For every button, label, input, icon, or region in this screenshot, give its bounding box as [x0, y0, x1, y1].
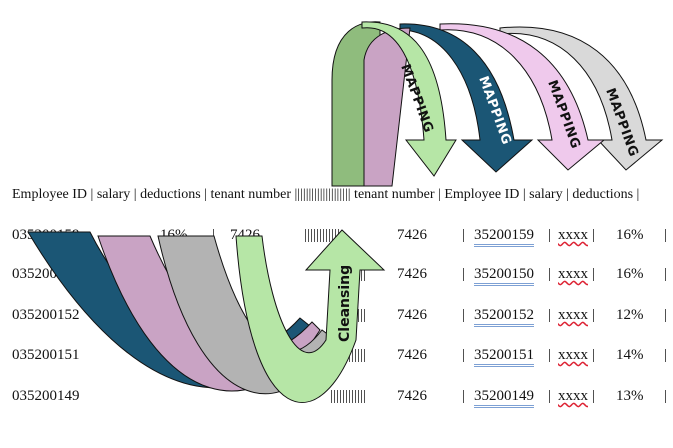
right-row-1-sep: |: [462, 227, 466, 243]
right-row-3-sep: |: [462, 307, 466, 323]
right-row-1-pct: 16%: [616, 227, 644, 243]
right-row-2-sep3: |: [592, 266, 596, 282]
right-row-1-salary: xxxx: [558, 227, 588, 243]
right-row-1-sep3: |: [592, 227, 596, 243]
right-row-3-tenant: 7426: [397, 307, 427, 323]
right-row-3-sep3: |: [592, 307, 596, 323]
right-row-5-pct: 13%: [616, 388, 644, 404]
right-row-2-id: 35200150: [474, 266, 534, 286]
right-row-2-salary: xxxx: [558, 266, 588, 282]
left-row-4-id: 035200151: [12, 347, 80, 363]
right-row-4-id: 35200151: [474, 347, 534, 367]
right-row-1-id: 35200159: [474, 227, 534, 247]
mapping-arrow-gray: [499, 26, 664, 171]
right-row-2-pct: 16%: [616, 266, 644, 282]
mapping-arrow-green: [361, 21, 457, 177]
right-row-5-tenant: 7426: [397, 388, 427, 404]
barcode-row-5: ||||||||||||: [330, 388, 367, 404]
right-row-3-sep4: |: [664, 307, 668, 323]
mapping-arrow-pink: [439, 23, 606, 171]
mapping-arrow-navy: [399, 23, 534, 173]
right-row-3-sep2: |: [548, 307, 552, 323]
left-row-1-sep: |: [212, 227, 216, 243]
right-row-4-salary: xxxx: [558, 347, 588, 363]
right-row-1-sep4: |: [664, 227, 668, 243]
right-row-4-sep: |: [462, 347, 466, 363]
right-row-5-sep: |: [462, 388, 466, 404]
right-row-2-tenant: 7426: [397, 266, 427, 282]
right-row-4-sep4: |: [664, 347, 668, 363]
right-row-5-sep4: |: [664, 388, 668, 404]
right-row-1-sep2: |: [548, 227, 552, 243]
right-row-3-id: 35200152: [474, 307, 534, 327]
right-row-4-sep3: |: [592, 347, 596, 363]
cleansing-label: Cleansing: [337, 265, 353, 342]
right-row-2-sep: |: [462, 266, 466, 282]
right-row-4-tenant: 7426: [397, 347, 427, 363]
right-row-2-sep2: |: [548, 266, 552, 282]
right-row-1-tenant: 7426: [397, 227, 427, 243]
right-row-4-pct: 14%: [616, 347, 644, 363]
right-row-4-sep2: |: [548, 347, 552, 363]
mapping-back-pink: [363, 27, 411, 187]
cleansing-swoop-green: [235, 229, 386, 403]
right-row-5-id: 35200149: [474, 388, 534, 408]
right-row-5-sep3: |: [592, 388, 596, 404]
left-row-3-id: 035200152: [12, 307, 80, 323]
right-row-5-sep2: |: [548, 388, 552, 404]
barcode-row-1: ||||||||||||: [304, 227, 341, 243]
left-row-5-id: 035200149: [12, 388, 80, 404]
right-row-5-salary: xxxx: [558, 388, 588, 404]
right-row-3-pct: 12%: [616, 307, 644, 323]
right-row-3-salary: xxxx: [558, 307, 588, 323]
right-row-2-sep4: |: [664, 266, 668, 282]
table-header: Employee ID | salary | deductions | tena…: [12, 187, 640, 202]
